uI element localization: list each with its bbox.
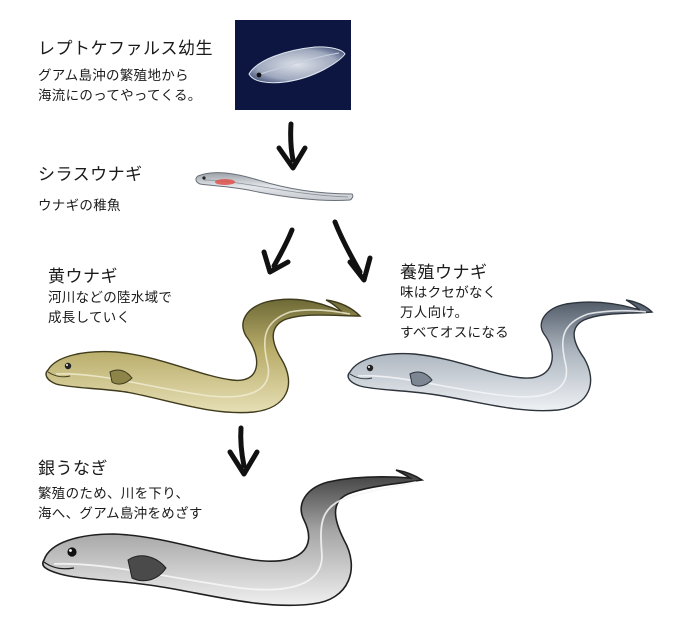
leptocephalus-desc-line-2: 海流にのってやってくる。 [38, 88, 202, 104]
farmed-eel-description: 味はクセがなく 万人向け。 すべてオスになる [400, 283, 509, 343]
yellow-eel-title: 黄ウナギ [48, 267, 118, 287]
silver-eel-title: 銀うなぎ [38, 459, 108, 479]
arrow-down-right-icon [332, 219, 373, 283]
farmed-eel-desc-line-1: 味はクセがなく [400, 285, 497, 301]
leptocephalus-title: レプトケファルス幼生 [38, 39, 213, 59]
arrow-down-left-icon [261, 227, 295, 275]
leptocephalus-larva-photo [235, 20, 351, 110]
yellow-eel-description: 河川などの陸水域で 成長していく [48, 288, 172, 328]
silver-eel-illustration [42, 469, 425, 607]
glass-eel-title: シラスウナギ [38, 165, 143, 185]
silver-eel-desc-line-1: 繁殖のため、川を下り、 [38, 486, 190, 502]
arrow-down-icon [227, 425, 260, 477]
silver-eel-description: 繁殖のため、川を下り、 海へ、グアム島沖をめざす [38, 484, 203, 524]
glass-eel-description: ウナギの稚魚 [38, 196, 121, 216]
farmed-eel-desc-line-3: すべてオスになる [400, 325, 509, 341]
glass-eel-desc-line-1: ウナギの稚魚 [38, 198, 121, 214]
farmed-eel-desc-line-2: 万人向け。 [400, 305, 469, 321]
silver-eel-desc-line-2: 海へ、グアム島沖をめざす [38, 506, 203, 522]
yellow-eel-illustration [45, 298, 362, 414]
leptocephalus-description: グアム島沖の繁殖地から 海流にのってやってくる。 [38, 66, 202, 106]
arrow-down-icon [276, 121, 308, 171]
glass-eel-illustration [195, 172, 354, 202]
farmed-eel-illustration [347, 299, 654, 412]
farmed-eel-title: 養殖ウナギ [400, 263, 488, 283]
leptocephalus-desc-line-1: グアム島沖の繁殖地から [38, 68, 189, 84]
yellow-eel-desc-line-1: 河川などの陸水域で [48, 290, 173, 306]
yellow-eel-desc-line-2: 成長していく [48, 310, 131, 326]
